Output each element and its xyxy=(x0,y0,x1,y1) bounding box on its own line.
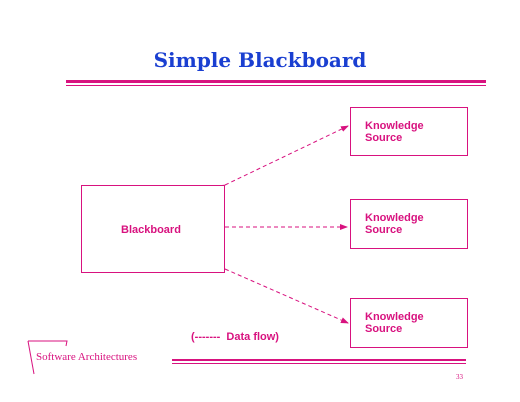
footer-rule-thick xyxy=(172,359,466,361)
title-rule-thin xyxy=(66,85,486,86)
knowledge-source-box-3: Knowledge Source xyxy=(350,298,468,348)
arrow-bottom xyxy=(217,263,349,324)
slide-title: Simple Blackboard xyxy=(153,48,367,72)
footer-rule-thin xyxy=(172,363,466,364)
data-flow-legend: (------- Data flow) xyxy=(191,331,279,343)
knowledge-source-line2: Source xyxy=(365,224,403,236)
footer-text: Software Architectures xyxy=(36,351,138,363)
footer-bracket-top xyxy=(28,340,68,347)
knowledge-source-line2: Source xyxy=(365,132,403,144)
page-number: 33 xyxy=(456,373,463,381)
knowledge-source-box-1: Knowledge Source xyxy=(350,107,468,156)
footer-bracket-left xyxy=(27,340,35,375)
blackboard-label: Blackboard xyxy=(121,224,181,236)
knowledge-source-line1: Knowledge xyxy=(365,311,424,323)
blackboard-box: Blackboard xyxy=(81,185,225,273)
knowledge-source-box-2: Knowledge Source xyxy=(350,199,468,249)
knowledge-source-label-1: Knowledge Source xyxy=(365,120,455,144)
arrow-top xyxy=(217,125,349,191)
knowledge-source-label-2: Knowledge Source xyxy=(365,212,455,236)
knowledge-source-line1: Knowledge xyxy=(365,212,424,224)
knowledge-source-label-3: Knowledge Source xyxy=(365,311,455,335)
knowledge-source-line2: Source xyxy=(365,323,403,335)
title-rule-thick xyxy=(66,80,486,83)
knowledge-source-line1: Knowledge xyxy=(365,120,424,132)
